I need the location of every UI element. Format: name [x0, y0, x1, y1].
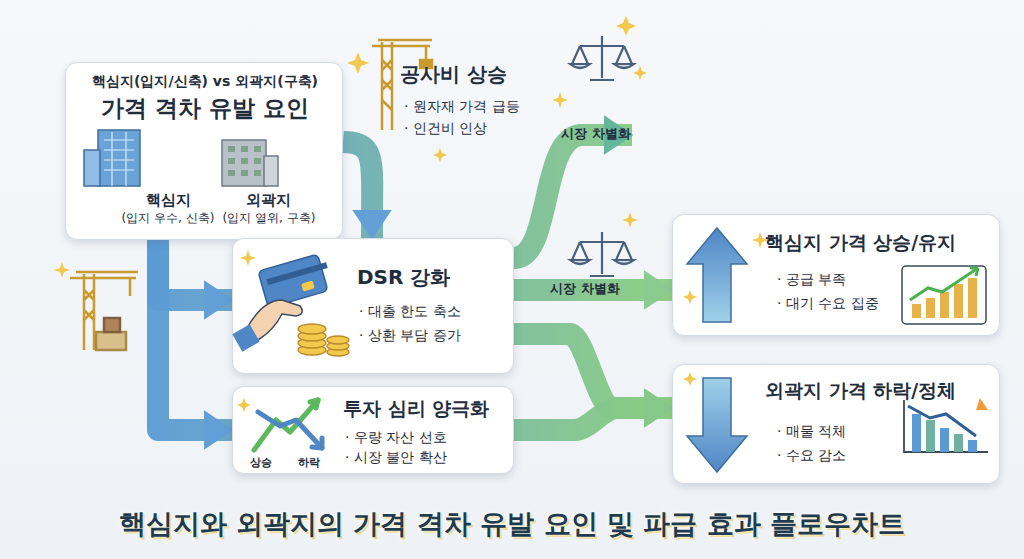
sparkle-icon [237, 232, 768, 412]
node-text: (입지 우수, 신축) [106, 211, 230, 225]
falling-chart-icon [904, 398, 988, 452]
up-arrow-icon [687, 228, 747, 322]
text-node: 공사비 상승 · 원자재 가격 급등 · 인건비 인상 [400, 62, 560, 152]
balance-scale-icon [570, 232, 634, 276]
node-heading: 공사비 상승 [400, 62, 560, 86]
node-text: 핵심지 [118, 191, 218, 209]
node-text: · 인건비 인상 [404, 120, 560, 137]
node-text: (입지 열위, 구축) [204, 211, 334, 225]
arrow-label: 시장 차별화 [530, 281, 640, 297]
node-text: · 시장 불안 확산 [345, 449, 505, 466]
node-heading: 핵심지(입지/신축) vs 외곽지(구축) [66, 73, 344, 90]
coin-stack-icon [298, 324, 349, 356]
balance-scale-icon [570, 36, 634, 80]
node-heading: 핵심지 가격 상승/유지 [765, 231, 997, 254]
node-heading: 외곽지 가격 하락/정체 [765, 379, 997, 402]
flow-arrow [343, 142, 372, 238]
node-text: · 대출 한도 축소 [359, 303, 509, 320]
diagram-title: 핵심지와 외곽지의 가격 격차 유발 요인 및 파급 효과 플로우차트 [0, 506, 1024, 542]
process-box: DSR 강화 · 대출 한도 축소 · 상환 부담 증가 [232, 238, 514, 374]
node-text: · 상환 부담 증가 [359, 327, 509, 344]
node-text: 외곽지 [208, 191, 328, 209]
process-box: 투자 심리 양극화 · 우량 자산 선호 · 시장 불안 확산 [232, 386, 514, 474]
flow-arrow [514, 408, 672, 430]
node-text: · 우량 자산 선호 [345, 429, 505, 446]
node-text: · 수요 감소 [777, 447, 907, 464]
node-text: · 원자재 가격 급등 [404, 98, 560, 115]
arrow-label: 시장 차별화 [546, 126, 646, 142]
node-text: · 매물 적체 [777, 423, 907, 440]
flow-arrow [514, 135, 632, 258]
trend-icon [254, 400, 322, 450]
process-box: 핵심지 가격 상승/유지 · 공급 부족 · 대기 수요 집중 [672, 214, 1000, 336]
flow-arrow [158, 240, 232, 430]
rising-chart-icon [902, 266, 986, 324]
node-heading: 투자 심리 양극화 [343, 397, 511, 420]
process-box: 핵심지(입지/신축) vs 외곽지(구축) 가격 격차 유발 요인핵심지 (입지 우… [65, 62, 343, 240]
flow-arrow [514, 279, 672, 301]
crane-icon [70, 272, 138, 350]
down-arrow-icon [687, 378, 747, 472]
node-text: · 공급 부족 [777, 271, 907, 288]
credit-card-icon [232, 254, 328, 351]
building-icon [222, 140, 278, 186]
node-text: 가격 격차 유발 요인 [66, 95, 344, 123]
flow-arrow [514, 334, 672, 408]
node-heading: DSR 강화 [357, 265, 507, 289]
node-text: · 대기 수요 집중 [777, 295, 907, 312]
building-icon [84, 130, 140, 186]
process-box: 외곽지 가격 하락/정체 · 매물 적체 · 수요 감소 [672, 364, 1000, 484]
flow-arrow [158, 240, 232, 300]
